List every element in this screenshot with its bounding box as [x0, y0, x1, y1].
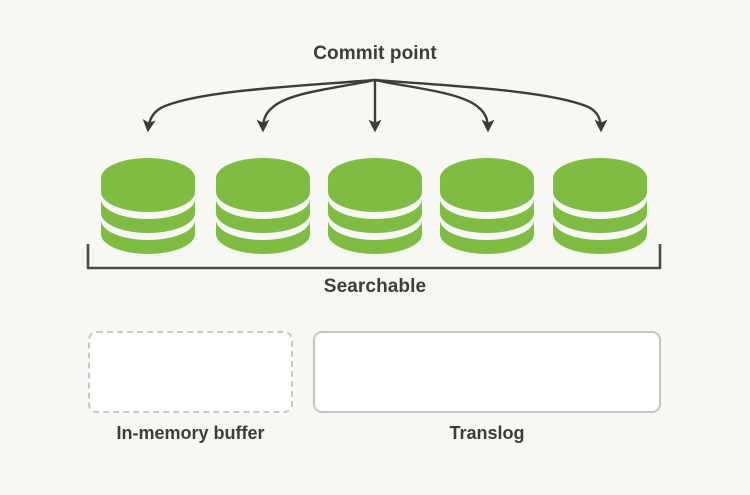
segment-5-cylinder	[553, 158, 647, 254]
arrow-to-segment-2	[256, 78, 376, 133]
segment-2-cylinder	[216, 158, 310, 254]
searchable-label: Searchable	[323, 276, 427, 297]
segment-4-cylinder	[440, 158, 534, 254]
segment-3-cylinder	[328, 158, 422, 254]
in-memory-buffer-box	[88, 331, 293, 413]
arrow-to-segment-5	[374, 78, 608, 133]
arrow-to-segment-4	[374, 78, 495, 133]
segment-1-cylinder	[101, 158, 195, 254]
commit-point-title: Commit point	[313, 43, 437, 64]
translog-box	[313, 331, 661, 413]
in-memory-buffer-label: In-memory buffer	[116, 423, 265, 443]
bracket-path	[86, 244, 662, 270]
translog-label: Translog	[449, 423, 525, 443]
arrow-to-segment-1	[142, 78, 376, 133]
